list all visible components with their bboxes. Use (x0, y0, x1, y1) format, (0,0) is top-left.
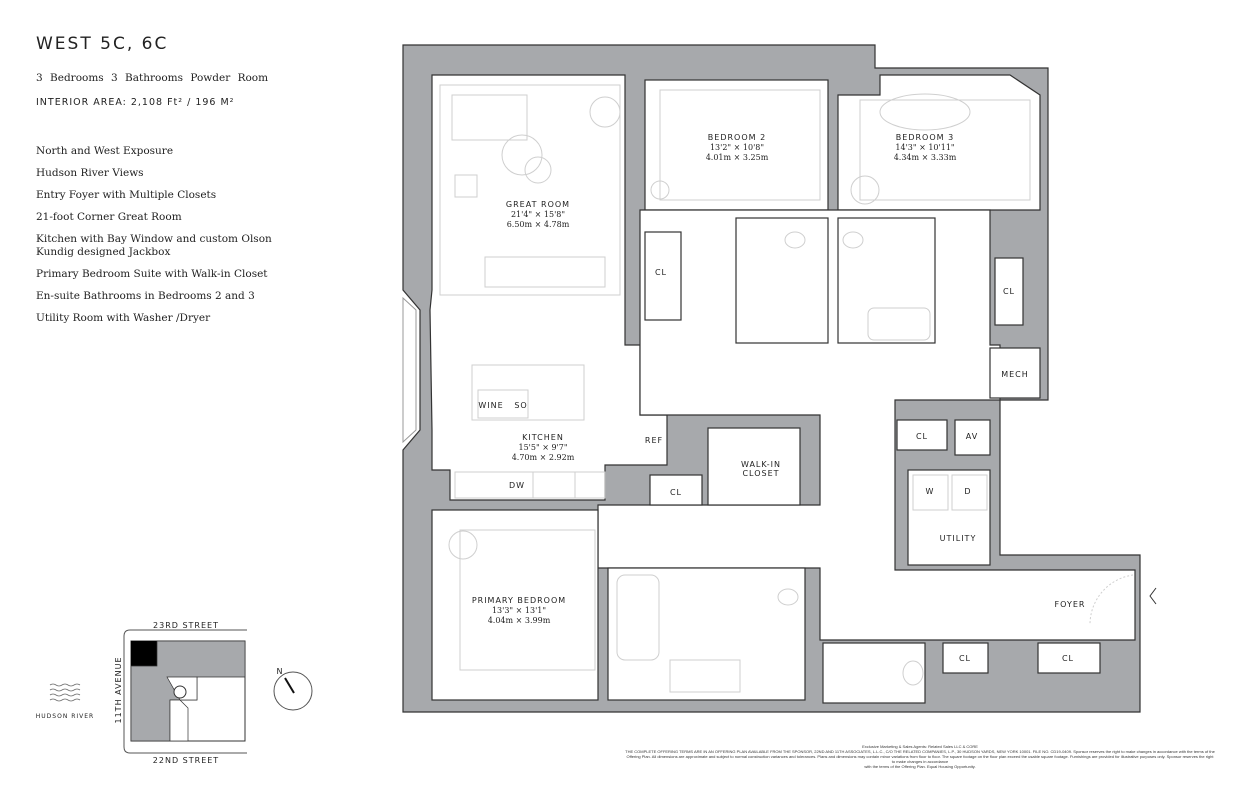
av-label: AV (966, 432, 978, 441)
av-closet (954, 419, 991, 456)
walk-in-label: CLOSET (742, 469, 779, 478)
great-room-label: GREAT ROOM (506, 200, 570, 209)
cl-label: CL (916, 432, 928, 441)
utility-label: UTILITY (940, 534, 977, 543)
dryer-label: D (964, 487, 971, 496)
great-room-imperial: 21'4" × 15'8" (511, 210, 565, 219)
bedroom3-imperial: 14'3" × 10'11" (895, 143, 954, 152)
closet-bed3 (994, 257, 1024, 326)
legal-footer: Exclusive Marketing & Sales Agents: Rela… (625, 744, 1215, 769)
bedroom2-label: BEDROOM 2 (708, 133, 766, 142)
primary-bedroom-label: PRIMARY BEDROOM (472, 596, 566, 605)
bedroom2-imperial: 13'2" × 10'8" (710, 143, 764, 152)
kitchen-metric: 4.70m × 2.92m (512, 453, 575, 462)
cl-label: CL (959, 654, 971, 663)
avenue-label: 11TH AVENUE (114, 656, 123, 723)
footer-agent: Exclusive Marketing & Sales Agents: Rela… (862, 744, 978, 749)
river-label: HUDSON RIVER (36, 713, 94, 720)
bath-3 (837, 217, 936, 344)
unit-highlight (131, 641, 157, 666)
kitchen-label: KITCHEN (522, 433, 564, 442)
cl-label: CL (1062, 654, 1074, 663)
north-street-label: 23RD STREET (153, 621, 219, 630)
south-street-label: 22ND STREET (153, 756, 219, 765)
closet-utility (896, 419, 948, 451)
foyer-closet-2 (1037, 642, 1101, 674)
foyer-closet-1 (942, 642, 989, 674)
primary-metric: 4.04m × 3.99m (488, 616, 551, 625)
powder-room (822, 642, 926, 704)
dw-label: DW (509, 481, 525, 490)
walk-in-label: WALK-IN (741, 460, 781, 469)
mech-room (989, 347, 1041, 399)
closet-hall (649, 474, 703, 506)
walk-in-closet (707, 427, 801, 506)
feature-item: Utility Room with Washer /Dryer (36, 312, 211, 324)
cl-label: CL (670, 488, 682, 497)
primary-bedroom (431, 509, 599, 701)
great-room-metric: 6.50m × 4.78m (507, 220, 570, 229)
compass-north-label: N (277, 667, 284, 676)
entry-arrow-icon (1149, 587, 1157, 605)
washer-label: W (926, 487, 935, 496)
feature-item: En-suite Bathrooms in Bedrooms 2 and 3 (36, 290, 255, 302)
interior-area: INTERIOR AREA: 2,108 Ft² / 196 M² (36, 97, 235, 108)
unit-summary: 3 Bedrooms 3 Bathrooms Powder Room (36, 72, 269, 84)
foyer-label: FOYER (1055, 600, 1086, 609)
feature-list: North and West Exposure Hudson River Vie… (36, 145, 306, 334)
feature-item: Entry Foyer with Multiple Closets (36, 189, 217, 201)
unit-title: WEST 5C, 6C (36, 34, 169, 54)
primary-bath (607, 567, 806, 701)
bedroom3-label: BEDROOM 3 (896, 133, 954, 142)
bedroom-2 (644, 79, 829, 211)
cl-label: CL (1003, 287, 1015, 296)
feature-item: North and West Exposure (36, 145, 174, 157)
compass-icon (273, 671, 313, 711)
bedroom2-metric: 4.01m × 3.25m (706, 153, 769, 162)
furniture (439, 84, 1134, 693)
feature-item: 21-foot Corner Great Room (36, 211, 182, 223)
bedroom3-metric: 4.34m × 3.33m (894, 153, 957, 162)
bay-window (402, 296, 417, 444)
closet-bed2 (644, 231, 682, 321)
feature-item: Primary Bedroom Suite with Walk-in Close… (36, 268, 268, 280)
site-key-plan (123, 629, 247, 754)
hallway (597, 209, 1136, 641)
footer-disclaimer: THE COMPLETE OFFERING TERMS ARE IN AN OF… (625, 749, 1215, 764)
utility-room (907, 469, 991, 566)
footer-disclaimer-end: with the terms of the Offering Plan. Equ… (864, 764, 976, 769)
kitchen-imperial: 15'5" × 9'7" (519, 443, 568, 452)
water-icon (49, 683, 81, 702)
wine-label: WINE (478, 401, 503, 410)
primary-imperial: 13'3" × 13'1" (492, 606, 546, 615)
bath-2 (735, 217, 829, 344)
cl-label: CL (655, 268, 667, 277)
mech-label: MECH (1001, 370, 1029, 379)
so-label: SO (514, 401, 527, 410)
feature-item: Kitchen with Bay Window and custom Olson… (36, 233, 272, 258)
ref-label: REF (645, 436, 663, 445)
feature-item: Hudson River Views (36, 167, 144, 179)
